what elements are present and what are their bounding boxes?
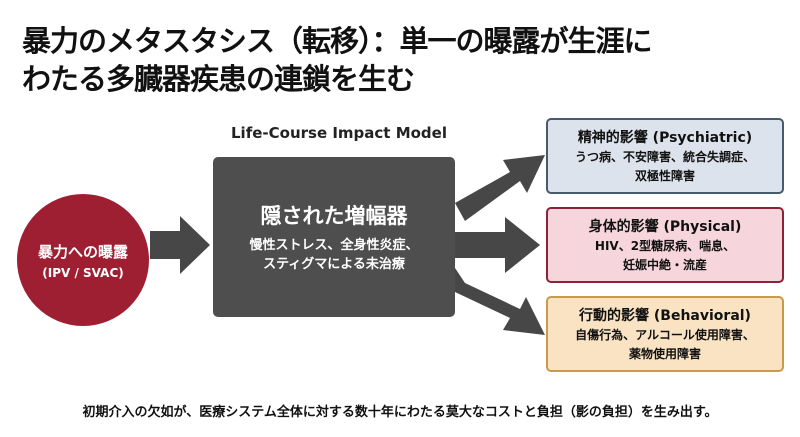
amplifier-line-2: スティグマによる未治療	[263, 257, 405, 272]
amplifier-node: 隠された増幅器 慢性ストレス、全身性炎症、 スティグマによる未治療	[213, 157, 455, 317]
exposure-node: 暴力への曝露 (IPV / SVAC)	[17, 194, 149, 326]
outcome-line-1: うつ病、不安障害、統合失調症、	[574, 150, 755, 164]
amplifier-title: 隠された増幅器	[260, 204, 408, 228]
arrow-exposure-to-amplifier	[150, 216, 210, 274]
outcome-title: 精神的影響 (Psychiatric)	[577, 130, 753, 146]
outcome-psychiatric: 精神的影響 (Psychiatric) うつ病、不安障害、統合失調症、 双極性障…	[546, 118, 784, 194]
title-line-2: わたる多臓器疾患の連鎖を生む	[22, 62, 415, 96]
outcome-line-2: 双極性障害	[634, 169, 695, 183]
page-title: 暴力のメタスタシス（転移）：単一の曝露が生涯に わたる多臓器疾患の連鎖を生む	[22, 22, 792, 98]
outcome-line-2: 薬物使用障害	[628, 347, 701, 361]
title-line-1: 暴力のメタスタシス（転移）：単一の曝露が生涯に	[22, 24, 653, 58]
arrow-to-physical	[455, 217, 540, 273]
outcome-physical: 身体的影響 (Physical) HIV、2型糖尿病、喘息、 妊娠中絶・流産	[546, 207, 784, 283]
exposure-sub: (IPV / SVAC)	[42, 265, 124, 280]
model-label: Life-Course Impact Model	[231, 124, 447, 142]
outcome-title: 行動的影響 (Behavioral)	[579, 308, 751, 324]
exposure-label: 暴力への曝露	[37, 242, 128, 261]
outcome-line-1: 自傷行為、アルコール使用障害、	[575, 328, 755, 342]
arrow-to-behavioral	[455, 268, 545, 335]
outcome-line-1: HIV、2型糖尿病、喘息、	[594, 239, 736, 253]
arrow-to-psychiatric	[455, 155, 545, 221]
outcome-title: 身体的影響 (Physical)	[588, 219, 742, 235]
outcome-behavioral: 行動的影響 (Behavioral) 自傷行為、アルコール使用障害、 薬物使用障…	[546, 296, 784, 372]
amplifier-line-1: 慢性ストレス、全身性炎症、	[249, 238, 419, 253]
footer-caption: 初期介入の欠如が、医療システム全体に対する数十年にわたる莫大なコストと負担（影の…	[82, 405, 718, 420]
outcome-line-2: 妊娠中絶・流産	[622, 258, 707, 272]
